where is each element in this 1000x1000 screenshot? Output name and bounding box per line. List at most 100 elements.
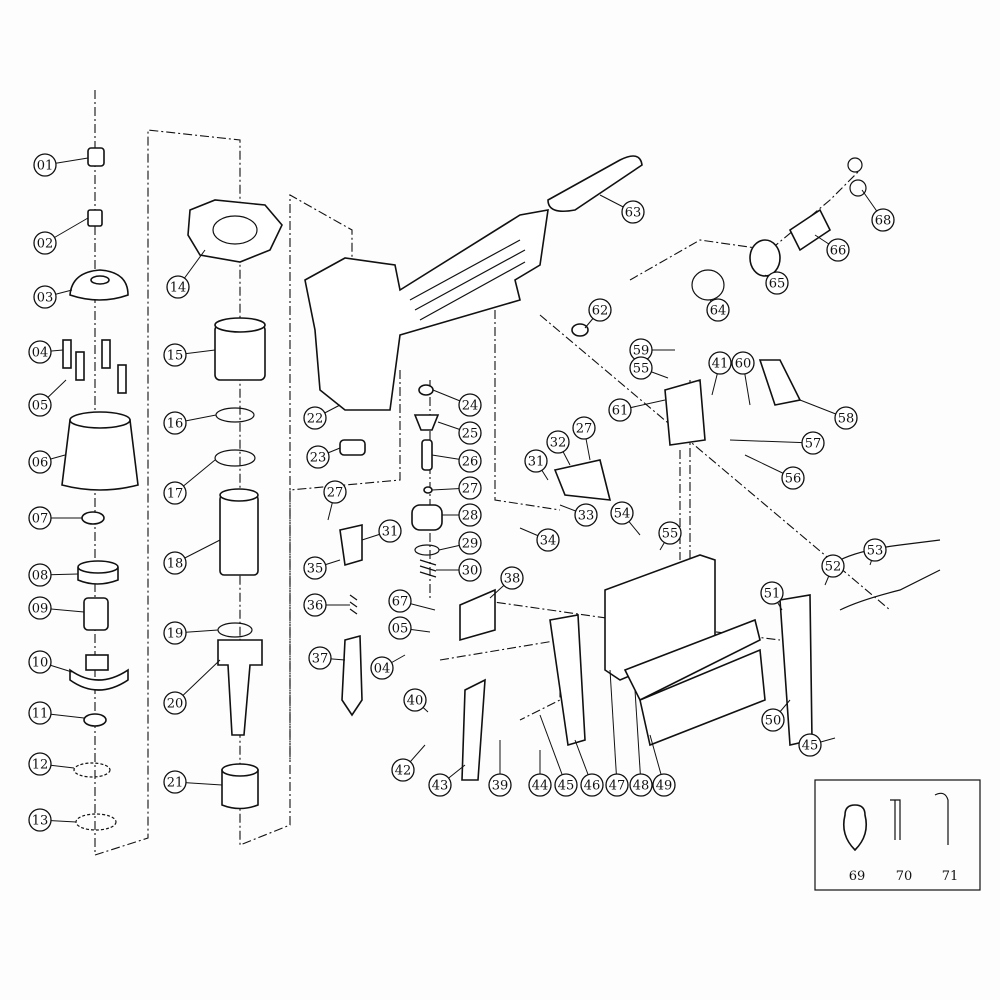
part-number: 61 xyxy=(612,404,629,419)
part-label-01: 01 xyxy=(33,153,89,177)
part-number: 21 xyxy=(167,776,184,791)
label-circle xyxy=(821,554,845,578)
part-label-46: 46 xyxy=(574,739,604,797)
part-label-16: 16 xyxy=(163,411,217,435)
part-number: 67 xyxy=(392,595,409,610)
part-number: 04 xyxy=(374,662,391,677)
label-circle xyxy=(658,521,682,545)
part-number: 11 xyxy=(32,707,49,722)
part-label-42: 42 xyxy=(391,744,426,782)
part-label-06: 06 xyxy=(28,450,66,474)
part-number: 37 xyxy=(312,652,329,667)
part-label-47: 47 xyxy=(605,669,629,797)
part-number: 57 xyxy=(805,437,822,452)
part-label-56: 56 xyxy=(744,454,805,490)
label-circle xyxy=(572,416,596,440)
part-number: 35 xyxy=(307,562,324,577)
part-number: 54 xyxy=(614,507,631,522)
tool-body xyxy=(304,155,643,456)
part-number: 41 xyxy=(712,357,729,372)
label-circle xyxy=(166,275,190,299)
part-number: 45 xyxy=(802,739,819,754)
part-label-29: 29 xyxy=(438,531,482,555)
part-number: 26 xyxy=(462,455,479,470)
part-number: 55 xyxy=(662,527,679,542)
label-circle xyxy=(458,531,482,555)
label-circle xyxy=(323,480,347,504)
part-label-17: 17 xyxy=(163,459,216,505)
label-circle xyxy=(580,773,604,797)
label-circle xyxy=(760,581,784,605)
part-number: 52 xyxy=(825,560,842,575)
label-circle xyxy=(761,708,785,732)
part-number: 05 xyxy=(392,622,409,637)
label-circle xyxy=(801,431,825,455)
part-labels: 0102030405060708091011121314151617181920… xyxy=(28,153,958,884)
part-label-67: 67 xyxy=(388,589,436,613)
label-circle xyxy=(500,566,524,590)
part-label-27: 27 xyxy=(431,476,482,500)
part-number: 06 xyxy=(32,456,49,471)
part-number: 27 xyxy=(462,482,479,497)
label-circle xyxy=(524,449,548,473)
part-label-23: 23 xyxy=(306,445,341,469)
part-number: 31 xyxy=(382,525,399,540)
label-circle xyxy=(163,770,187,794)
label-circle xyxy=(536,528,560,552)
part-number: 13 xyxy=(32,814,49,829)
label-circle xyxy=(306,445,330,469)
label-circle xyxy=(458,558,482,582)
label-circle xyxy=(378,519,402,543)
part-label-63: 63 xyxy=(599,194,645,224)
part-label-11: 11 xyxy=(28,701,85,725)
part-number: 66 xyxy=(830,244,847,259)
part-label-68: 68 xyxy=(861,189,895,232)
part-label-55: 55 xyxy=(658,521,682,551)
part-label-43: 43 xyxy=(428,764,466,797)
part-label-31: 31 xyxy=(361,519,402,543)
label-circle xyxy=(629,773,653,797)
part-label-39: 39 xyxy=(488,740,512,797)
part-number: 27 xyxy=(327,486,344,501)
part-label-52: 52 xyxy=(821,554,845,586)
part-number: 60 xyxy=(735,357,752,372)
part-number: 22 xyxy=(307,412,324,427)
label-circle xyxy=(765,271,789,295)
part-label-49: 49 xyxy=(649,734,676,797)
label-circle xyxy=(388,589,412,613)
label-circle xyxy=(834,406,858,430)
part-number: 45 xyxy=(558,779,575,794)
part-label-28: 28 xyxy=(442,503,482,527)
label-circle xyxy=(588,298,612,322)
accessory-box xyxy=(814,779,981,891)
label-circle xyxy=(652,773,676,797)
part-label-62: 62 xyxy=(584,298,612,329)
label-circle xyxy=(28,340,52,364)
part-label-21: 21 xyxy=(163,770,223,794)
label-circle xyxy=(731,351,755,375)
part-number: 62 xyxy=(592,304,609,319)
label-circle xyxy=(303,556,327,580)
part-number: 15 xyxy=(167,349,184,364)
label-circle xyxy=(28,450,52,474)
part-number: 44 xyxy=(532,779,549,794)
label-circle xyxy=(781,466,805,490)
label-circle xyxy=(28,506,52,530)
part-number: 32 xyxy=(550,436,567,451)
part-label-64: 64 xyxy=(706,298,730,322)
part-number: 39 xyxy=(492,779,509,794)
part-number: 51 xyxy=(764,587,781,602)
part-number: 28 xyxy=(462,509,479,524)
part-number: 43 xyxy=(432,779,449,794)
label-circle xyxy=(546,430,570,454)
label-circle xyxy=(163,691,187,715)
part-label-53: 53 xyxy=(863,538,887,566)
label-circle xyxy=(528,773,552,797)
part-label-38: 38 xyxy=(489,566,524,599)
part-number: 29 xyxy=(462,537,479,552)
part-label-54: 54 xyxy=(610,501,641,536)
part-number: 19 xyxy=(167,627,184,642)
part-label-05: 05 xyxy=(28,379,67,417)
label-circle xyxy=(163,343,187,367)
